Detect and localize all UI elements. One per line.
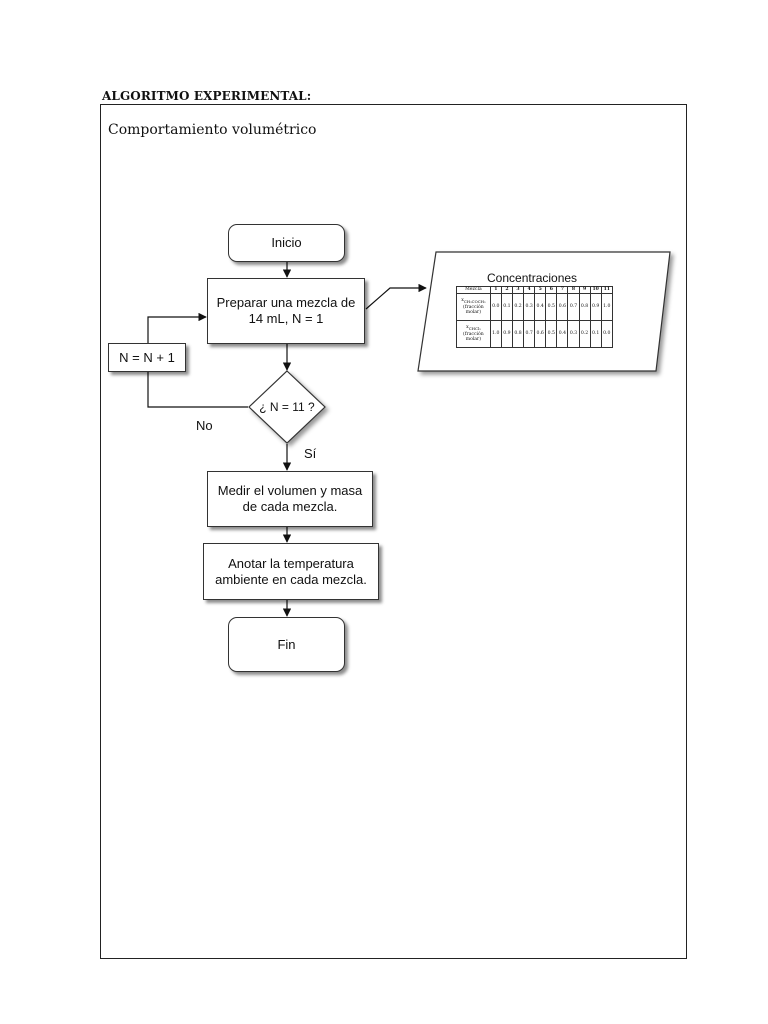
measure-line-1: Medir el volumen y masa (217, 483, 363, 498)
row-label-acetone: xCH₃COCH₃ (fracción molar) (456, 293, 491, 321)
record-label: Anotar la temperatura ambiente en cada m… (215, 556, 367, 588)
measure-process: Medir el volumen y masa de cada mezcla. (207, 471, 373, 527)
table-header-cell: 6 (545, 286, 558, 294)
start-label: Inicio (271, 235, 302, 250)
row1-symbol: x (461, 298, 464, 304)
end-label: Fin (277, 636, 296, 652)
table-cell: 0.2 (511, 293, 525, 321)
yes-branch-label: Sí (304, 446, 317, 461)
prepare-line-2: 14 mL, N = 1 (248, 311, 324, 326)
table-header-cell: 8 (567, 286, 580, 294)
table-cell: 0.4 (556, 320, 569, 348)
table-header-cell: 1 (489, 286, 502, 294)
table-header-label: Mezcla (456, 286, 491, 294)
table-header-cell: 7 (556, 286, 569, 294)
row1-subscript: CH₃COCH₃ (463, 299, 486, 305)
end-terminal: Fin (228, 617, 345, 672)
arrow-prepare-to-concentrations (365, 283, 427, 310)
table-cell: 0.3 (523, 293, 536, 321)
increment-process: N = N + 1 (108, 343, 186, 372)
row2-subscript: CHCl₃ (468, 326, 481, 332)
row2-symbol: x (466, 325, 469, 331)
content-frame (100, 104, 687, 959)
table-header-cell: 5 (534, 286, 547, 294)
measure-line-2: de cada mezcla. (242, 499, 338, 514)
table-cell: 0.9 (500, 320, 513, 348)
start-terminal: Inicio (228, 224, 345, 262)
page-heading: ALGORITMO EXPERIMENTAL: (102, 89, 312, 103)
table-cell: 0.7 (567, 293, 580, 321)
row2-label-line3: molar) (465, 337, 482, 343)
table-cell: 0.9 (589, 293, 602, 321)
row1-label-line3: molar) (465, 310, 482, 316)
row-label-chloroform: xCHCl₃ (fracción molar) (456, 320, 491, 348)
table-cell: 0.4 (534, 293, 547, 321)
table-cell: 0.0 (600, 320, 613, 348)
measure-label: Medir el volumen y masa de cada mezcla. (218, 483, 363, 515)
table-cell: 0.6 (556, 293, 569, 321)
row2-label-line2: (fracción (463, 331, 484, 337)
table-header-cell: 11 (600, 286, 613, 294)
prepare-process: Preparar una mezcla de 14 mL, N = 1 (207, 278, 365, 344)
row1-label-line2: (fracción (463, 304, 484, 310)
record-process: Anotar la temperatura ambiente en cada m… (203, 543, 379, 600)
no-branch-label: No (196, 418, 213, 433)
table-cell: 0.0 (489, 293, 502, 321)
table-cell: 0.2 (578, 320, 591, 348)
table-cell: 0.5 (545, 293, 558, 321)
table-cell: 0.3 (567, 320, 580, 348)
table-cell: 1.0 (489, 320, 502, 348)
decision-label: ¿ N = 11 ? (259, 400, 315, 414)
table-header-cell: 9 (578, 286, 591, 294)
prepare-line-1: Preparar una mezcla de (216, 295, 356, 310)
table-cell: 0.8 (511, 320, 525, 348)
table-cell: 1.0 (600, 293, 613, 321)
prepare-label: Preparar una mezcla de 14 mL, N = 1 (217, 295, 356, 327)
table-header-cell: 4 (523, 286, 536, 294)
table-cell: 0.6 (534, 320, 547, 348)
section-subtitle: Comportamiento volumétrico (108, 122, 317, 138)
decision-diamond (248, 370, 326, 444)
record-line-2: ambiente en cada mezcla. (215, 571, 367, 587)
table-cell: 0.8 (578, 293, 591, 321)
table-cell: 0.1 (589, 320, 602, 348)
table-cell: 0.7 (523, 320, 536, 348)
table-cell: 0.5 (545, 320, 558, 348)
table-header-cell: 3 (511, 286, 525, 294)
concentrations-title: Concentraciones (487, 271, 578, 285)
table-header-cell: 10 (589, 286, 602, 294)
table-cell: 0.1 (500, 293, 513, 321)
record-line-1: Anotar la temperatura (228, 555, 354, 571)
table-header-cell: 2 (500, 286, 513, 294)
increment-label: N = N + 1 (119, 349, 175, 365)
